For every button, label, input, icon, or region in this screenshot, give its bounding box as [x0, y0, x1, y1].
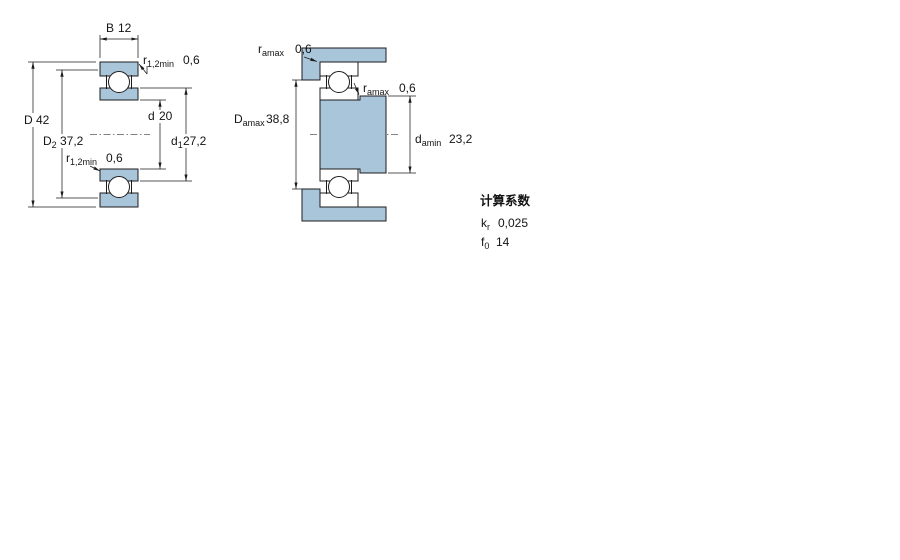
dimension-D — [28, 61, 96, 208]
ball-bottom — [328, 176, 350, 198]
shields — [106, 75, 132, 194]
dimension-Da — [292, 79, 302, 190]
dimension-da — [388, 95, 416, 174]
calculation-factors-title: 计算系数 — [480, 193, 531, 208]
label-backing — [19, 113, 55, 127]
shaft-section — [319, 95, 387, 174]
bearing-outline — [319, 61, 359, 208]
shaft-fillet-leader — [353, 82, 360, 95]
dimension-B — [99, 35, 139, 58]
ball-top — [328, 71, 350, 93]
label-backing — [145, 110, 175, 123]
label-d1: d127,2 — [171, 134, 207, 150]
label-backing — [167, 134, 209, 148]
fillet-leader-bottom — [89, 165, 101, 172]
housing-fillet-leader — [303, 56, 318, 62]
label-backing — [39, 134, 87, 148]
fillet-leader-top — [138, 63, 148, 75]
shaft-and-housing — [301, 47, 387, 222]
ball-bottom — [108, 176, 130, 198]
label-Damax: Damax38,8 — [234, 112, 290, 128]
ball-top — [108, 71, 130, 93]
